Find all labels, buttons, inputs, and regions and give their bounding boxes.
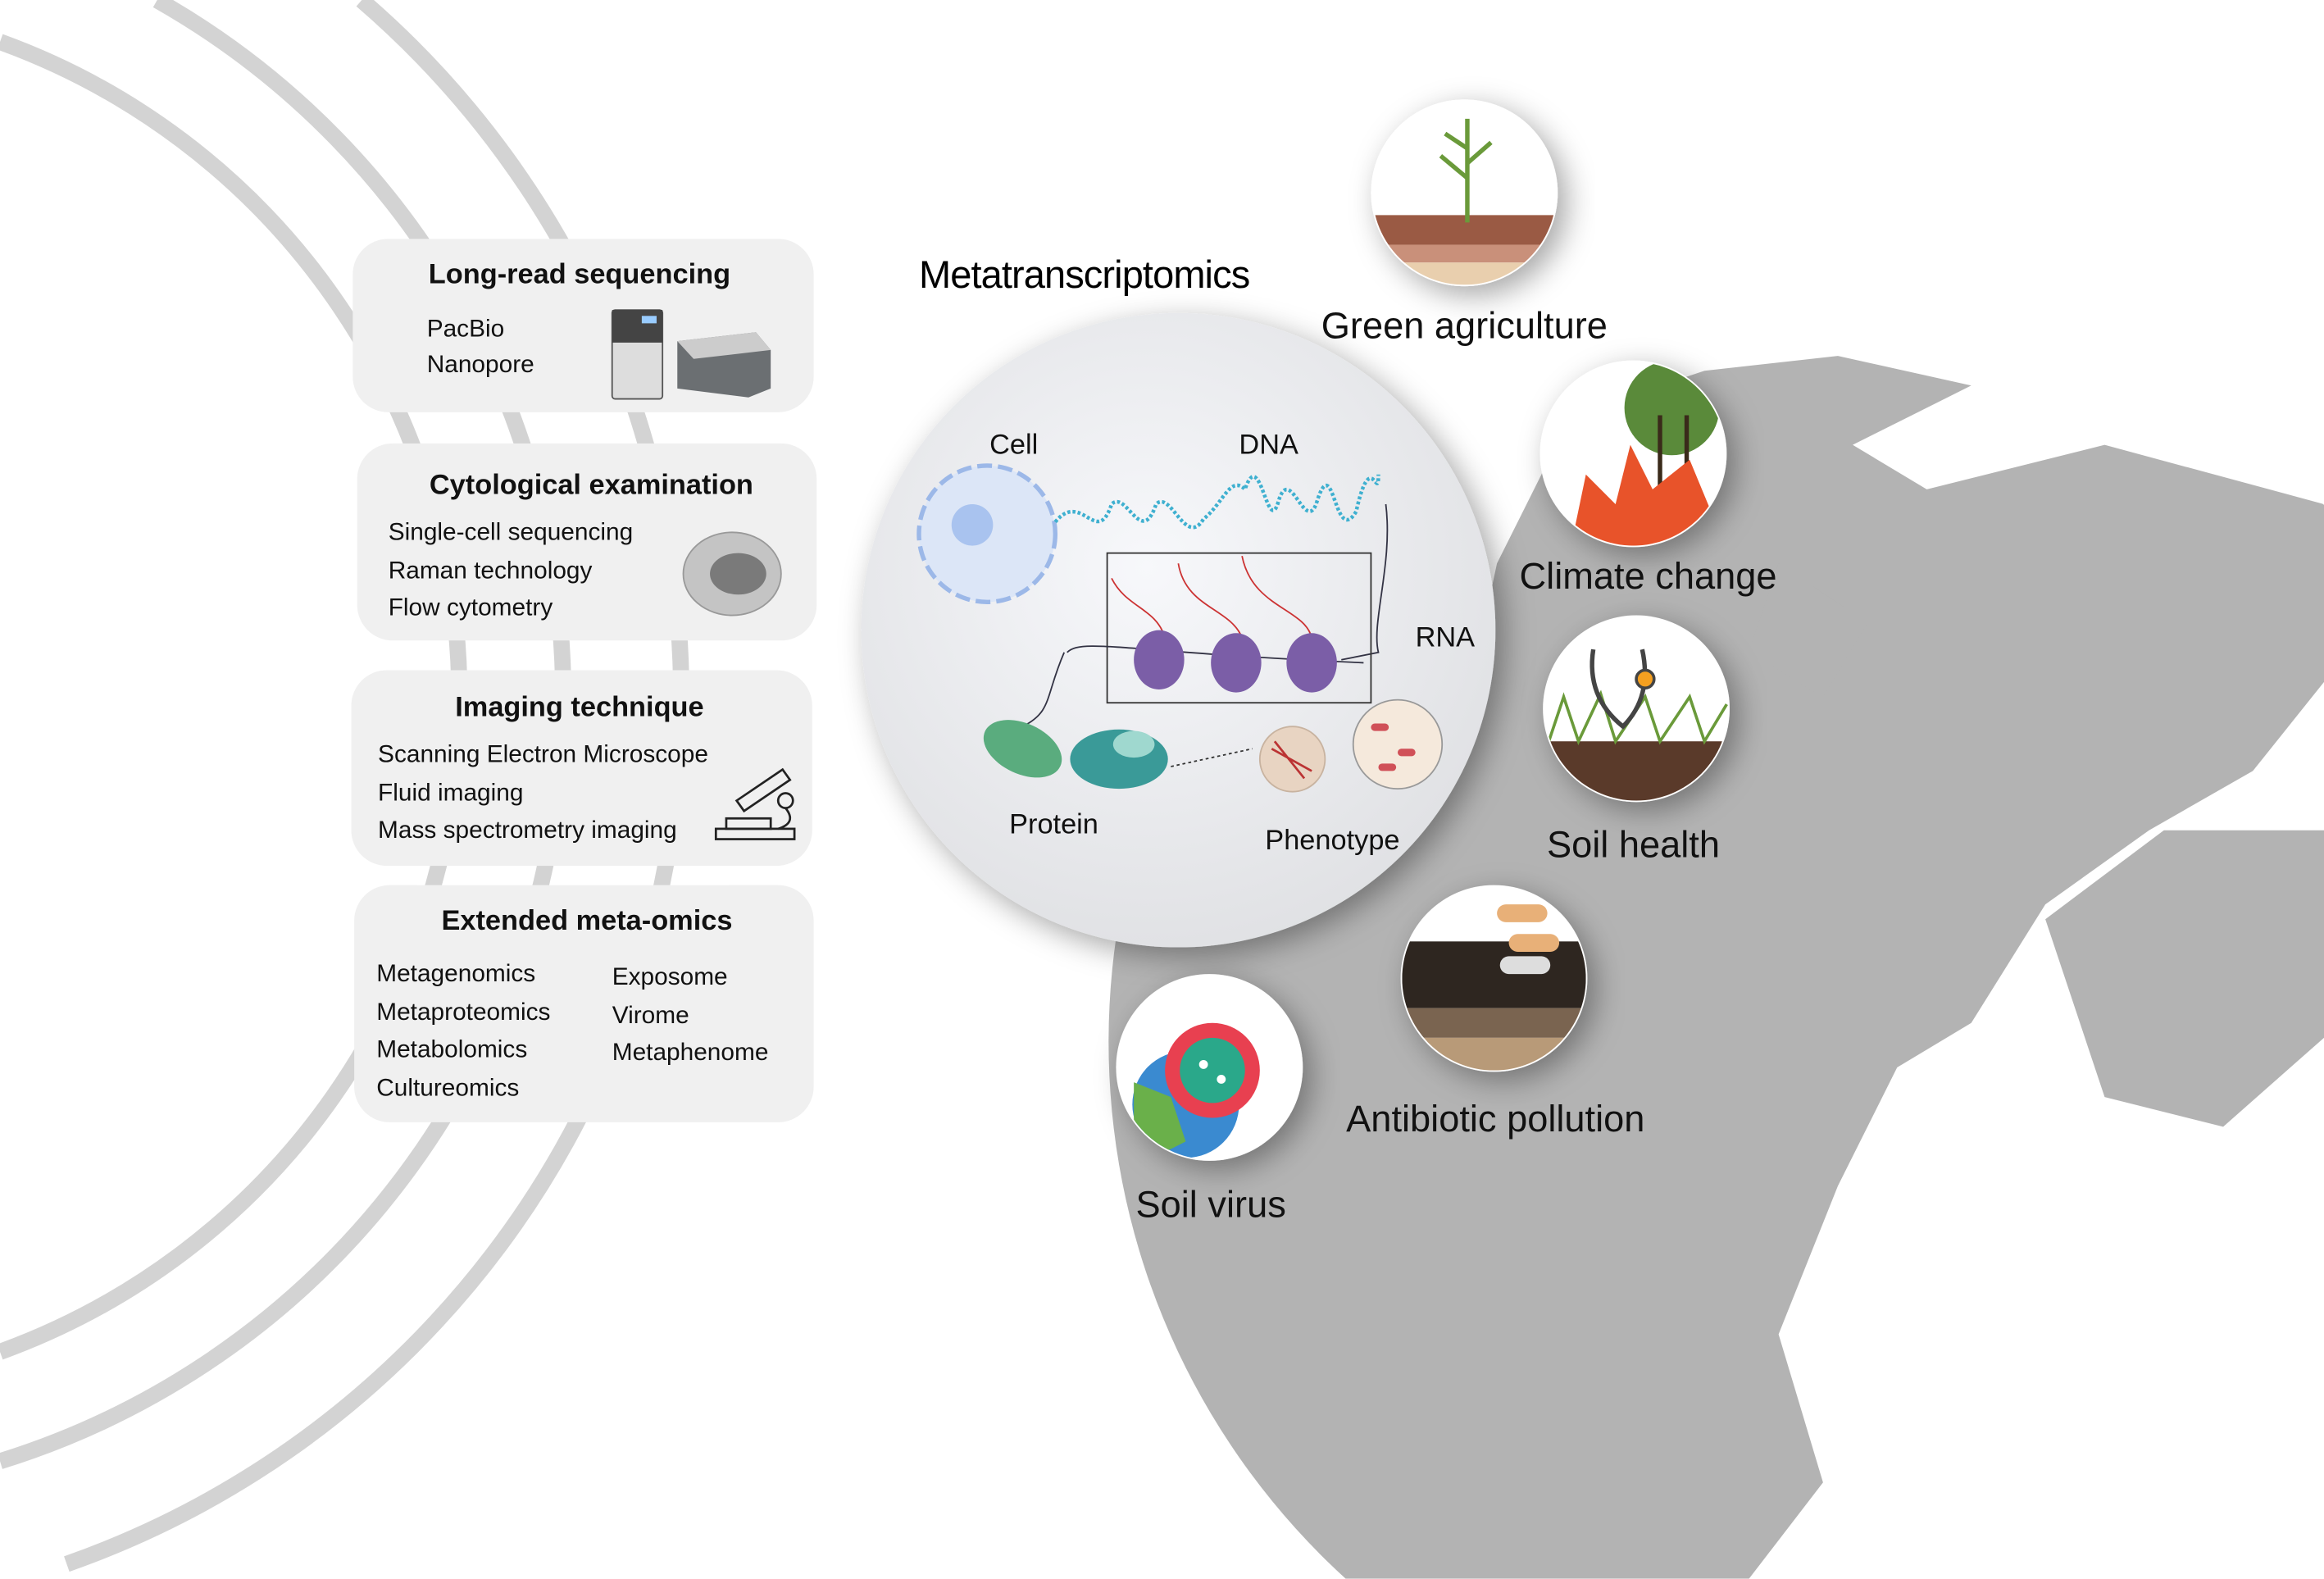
panel-title: Imaging technique (455, 692, 703, 723)
panel-item: Metaproteomics (376, 999, 550, 1026)
application-label: Green agriculture (1321, 304, 1608, 346)
panel-item: Cultureomics (376, 1074, 519, 1101)
microscope-icon (714, 767, 796, 840)
application-antibiotic-pollution: Antibiotic pollution (1346, 885, 1644, 1140)
panel-title: Extended meta-omics (441, 905, 732, 936)
application-soil-health: Soil health (1543, 615, 1730, 865)
panel-long-read-sequencing: Long-read sequencing PacBio Nanopore (352, 239, 814, 412)
panel-item: Nanopore (427, 351, 534, 378)
panel-title: Long-read sequencing (429, 259, 730, 290)
ribosome-box (1106, 552, 1372, 704)
dna-illustration (1053, 474, 1380, 530)
panel-imaging-technique: Imaging technique Scanning Electron Micr… (351, 670, 812, 867)
panel-cytological-examination: Cytological examination Single-cell sequ… (357, 443, 817, 641)
panel-item: Mass spectrometry imaging (378, 817, 677, 844)
label-protein: Protein (1009, 808, 1098, 840)
cell-icon (682, 531, 782, 617)
panel-item: Fluid imaging (378, 780, 523, 807)
panel-item: Single-cell sequencing (389, 518, 633, 545)
ribosome-illustration (1066, 556, 1364, 693)
protein-illustration (983, 720, 1168, 790)
application-label: Soil virus (1136, 1184, 1286, 1226)
virus-globe-icon (1132, 1022, 1260, 1158)
panel-extended-meta-omics: Extended meta-omics Metagenomics Metapro… (354, 885, 814, 1122)
label-phenotype: Phenotype (1265, 825, 1399, 856)
panel-item: Metagenomics (376, 960, 535, 987)
application-green-agriculture: Green agriculture (1321, 99, 1608, 346)
phenotype-illustration (1258, 698, 1444, 793)
application-label: Soil health (1547, 823, 1720, 865)
label-dna: DNA (1239, 429, 1298, 460)
application-soil-virus: Soil virus (1116, 974, 1303, 1226)
sequencer-icon (611, 309, 771, 400)
label-cell: Cell (989, 429, 1038, 460)
application-label: Climate change (1520, 555, 1777, 597)
panel-item: Metabolomics (376, 1035, 527, 1063)
main-title: Metatranscriptomics (919, 253, 1249, 296)
label-rna: RNA (1416, 622, 1476, 653)
panel-item: Raman technology (389, 557, 593, 584)
metatranscriptomics-circle: Cell DNA RNA Protein Phenotype (861, 312, 1496, 948)
panel-item: Virome (612, 1002, 689, 1029)
cell-illustration (916, 463, 1058, 604)
panel-item: Metaphenome (612, 1039, 769, 1066)
panel-item: Flow cytometry (389, 594, 553, 621)
panel-title: Cytological examination (430, 469, 753, 500)
panel-item: PacBio (427, 316, 505, 343)
application-label: Antibiotic pollution (1346, 1098, 1644, 1140)
panel-item: Scanning Electron Microscope (378, 741, 708, 768)
panel-item: Exposome (612, 963, 728, 990)
